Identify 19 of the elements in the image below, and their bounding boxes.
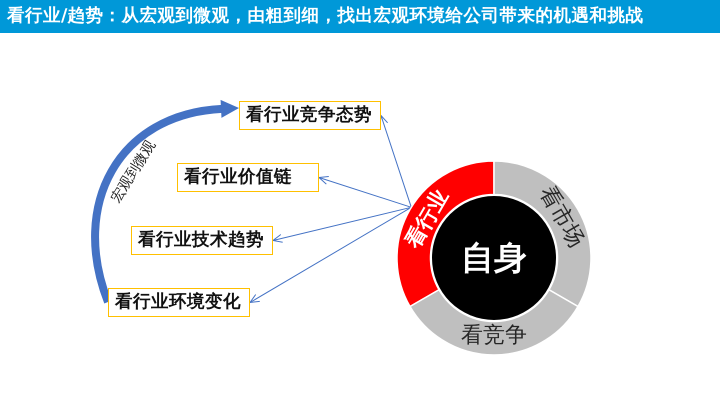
arrow [318,176,412,208]
center-label: 自身 [461,240,527,276]
segment-label: 看行业 [401,186,453,252]
box-label: 看行业价值链 [184,168,292,188]
box-label: 看行业技术趋势 [138,230,264,250]
arrow [380,115,412,208]
box-label: 看行业环境变化 [115,292,241,312]
edge-label: 宏观到微观 [108,138,160,206]
arrow [250,206,412,303]
box-label: 看行业竞争态势 [246,106,372,126]
segment-label: 看市场 [534,182,588,252]
text-box [177,163,319,192]
text-box [131,226,273,255]
text-box [108,288,250,317]
segment-label: 看竞争 [461,324,527,348]
arrow [272,206,412,243]
text-box [239,101,381,130]
title: 看行业/趋势：从宏观到微观，由粗到细，找出宏观环境给公司带来的机遇和挑战 [7,5,644,28]
curved-arrow [91,100,239,304]
